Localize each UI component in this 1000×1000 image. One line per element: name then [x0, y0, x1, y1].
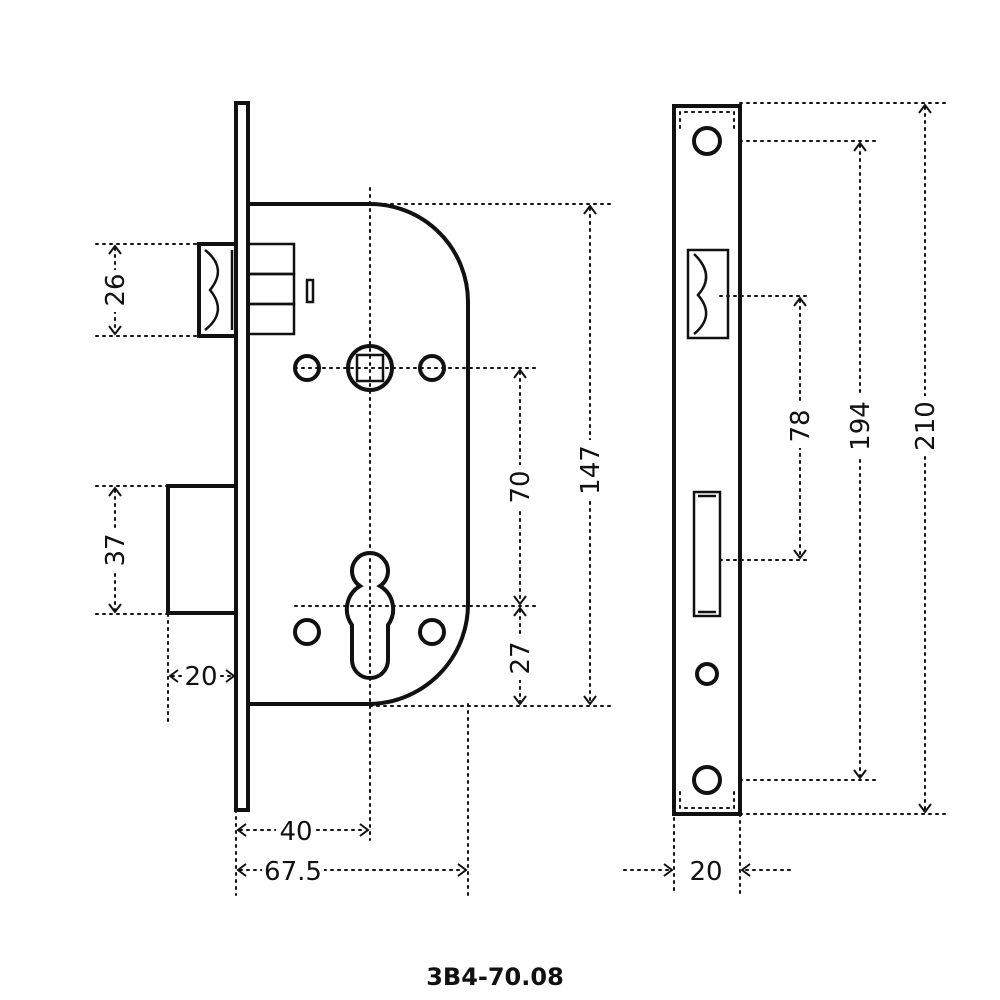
faceplate-side — [234, 101, 250, 812]
dim-faceplate-height: 210 — [911, 401, 941, 451]
cylinder-screw-hole — [695, 662, 719, 686]
latch-bolt — [197, 242, 315, 338]
dim-bolt-height: 37 — [101, 533, 131, 566]
dim-backset: 40 — [279, 817, 312, 847]
screw-hole — [293, 618, 321, 646]
latch-opening — [686, 248, 730, 340]
screw-hole — [418, 618, 446, 646]
dead-bolt — [166, 484, 238, 615]
dim-bolt-throw: 20 — [184, 662, 217, 692]
lock-body-view: 26 37 70 27 147 20 40 67.5 — [95, 101, 611, 896]
dim-latch-height: 26 — [101, 273, 131, 306]
model-code: 3B4-70.08 — [426, 963, 564, 991]
dim-case-height: 147 — [576, 445, 606, 495]
dim-strike-hole-spacing: 78 — [786, 409, 816, 442]
cylinder-hole — [344, 551, 396, 680]
faceplate-front-view: 78 194 210 20 — [623, 102, 946, 896]
lock-case — [248, 202, 470, 706]
dim-case-depth: 67.5 — [264, 857, 322, 887]
fixing-screw-hole — [692, 765, 722, 795]
dim-cylinder-offset: 27 — [506, 641, 536, 674]
bolt-opening — [692, 490, 722, 618]
dim-faceplate-width: 20 — [689, 857, 722, 887]
dim-faceplate-screw-spacing: 194 — [846, 401, 876, 451]
fixing-screw-hole — [692, 126, 722, 156]
faceplate-front — [672, 104, 742, 816]
dim-center-distance: 70 — [506, 470, 536, 503]
